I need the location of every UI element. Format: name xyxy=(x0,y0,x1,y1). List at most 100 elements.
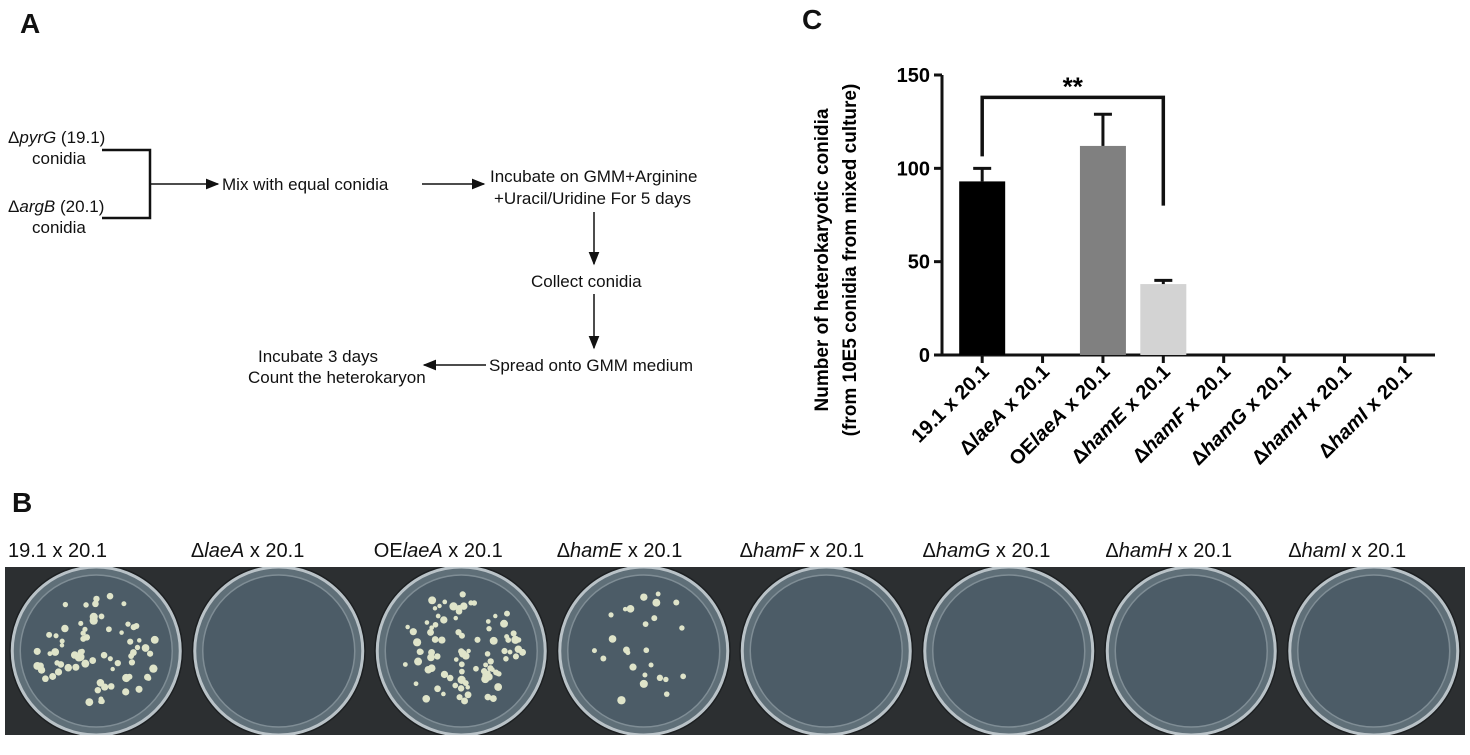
colony xyxy=(94,686,102,694)
colony xyxy=(106,626,112,633)
colony xyxy=(648,662,654,668)
colony xyxy=(516,637,522,643)
colony xyxy=(424,665,433,674)
colony xyxy=(453,657,459,662)
colony xyxy=(655,591,661,597)
colony xyxy=(82,626,88,632)
colony xyxy=(119,630,124,635)
colony xyxy=(135,685,143,693)
y-axis-label-line1: Number of heterokaryotic conidia xyxy=(812,108,833,411)
colony xyxy=(96,679,105,687)
colony xyxy=(413,681,419,687)
step-count-line2: Count the heterokaryon xyxy=(248,368,426,387)
colony xyxy=(652,598,661,607)
strain2-conidia: conidia xyxy=(32,218,86,237)
colony xyxy=(438,636,446,644)
colony xyxy=(83,602,89,608)
colony xyxy=(440,616,448,624)
colony xyxy=(461,697,469,705)
colony xyxy=(484,693,492,701)
plate-label: ΔlaeA x 20.1 xyxy=(190,540,305,562)
bar xyxy=(959,181,1006,355)
colony xyxy=(146,650,154,657)
colony xyxy=(137,638,142,643)
colony xyxy=(42,675,49,683)
colony xyxy=(437,603,442,609)
step-collect: Collect conidia xyxy=(531,272,642,291)
strain1-conidia: conidia xyxy=(32,149,86,168)
colony xyxy=(431,636,439,643)
colony xyxy=(503,656,509,662)
colony xyxy=(453,615,458,621)
colony xyxy=(89,612,98,621)
colony xyxy=(134,644,141,651)
colony xyxy=(449,602,458,611)
plate-label: ΔhamF x 20.1 xyxy=(739,540,865,562)
colony xyxy=(80,635,87,642)
colony xyxy=(413,638,422,647)
colony xyxy=(512,653,519,660)
colony xyxy=(424,620,430,625)
y-tick-label: 0 xyxy=(919,345,930,367)
colony xyxy=(629,663,637,671)
colony xyxy=(482,672,489,679)
plate-photo-strip xyxy=(5,567,1465,735)
colony xyxy=(622,606,628,612)
colony xyxy=(507,649,513,655)
colony xyxy=(642,672,648,678)
step-mix: Mix with equal conidia xyxy=(222,175,389,194)
colony xyxy=(663,676,669,683)
colony xyxy=(485,619,491,624)
colony xyxy=(64,663,73,672)
colony xyxy=(80,630,86,636)
colony xyxy=(127,638,134,645)
colony xyxy=(656,674,664,682)
colony xyxy=(446,674,454,682)
colony xyxy=(435,613,441,619)
agar-surface xyxy=(1297,574,1451,728)
colony xyxy=(483,662,489,668)
agar-surface xyxy=(202,574,356,728)
colony xyxy=(150,635,159,644)
panel-b-letter: B xyxy=(12,487,33,518)
colony xyxy=(432,621,439,628)
colony xyxy=(493,613,498,619)
colony xyxy=(460,602,468,610)
colony xyxy=(458,632,465,639)
colony xyxy=(591,648,597,654)
colony xyxy=(625,650,631,656)
flowchart-svg: ΔpyrG (19.1) conidia ΔargB (20.1) conidi… xyxy=(8,128,697,387)
plate-label: OElaeA x 20.1 xyxy=(373,540,503,562)
colony xyxy=(81,659,90,668)
colony xyxy=(106,592,114,600)
strain2-label: ΔargB (20.1) xyxy=(8,197,104,216)
colony xyxy=(98,613,105,620)
y-axis-label-line2: (from 10E5 conidia from mixed culture) xyxy=(840,84,861,437)
colony xyxy=(37,666,46,674)
panel-b-plates: B 19.1 x 20.1 ΔlaeA x 20.1 OElaeA x 20.1 Δh… xyxy=(0,485,1470,755)
colony xyxy=(643,647,650,654)
colony xyxy=(608,612,614,618)
panel-c-letter: C xyxy=(802,4,823,35)
colony xyxy=(679,625,685,631)
colony xyxy=(62,601,69,608)
plate-label: 19.1 x 20.1 xyxy=(8,540,107,562)
step-count-line1: Incubate 3 days xyxy=(258,347,378,366)
colony xyxy=(489,636,498,645)
colony xyxy=(501,647,508,655)
bar xyxy=(1079,145,1126,355)
colony xyxy=(500,619,508,628)
colony xyxy=(145,675,152,681)
agar-surface xyxy=(749,574,903,728)
colony xyxy=(99,698,105,705)
colony xyxy=(464,691,472,699)
colony xyxy=(122,688,130,696)
y-tick-label: 50 xyxy=(908,252,930,274)
colony xyxy=(504,634,510,640)
strain-bracket xyxy=(102,148,152,220)
colony xyxy=(427,653,435,662)
colony xyxy=(642,621,649,628)
colony xyxy=(432,606,438,611)
